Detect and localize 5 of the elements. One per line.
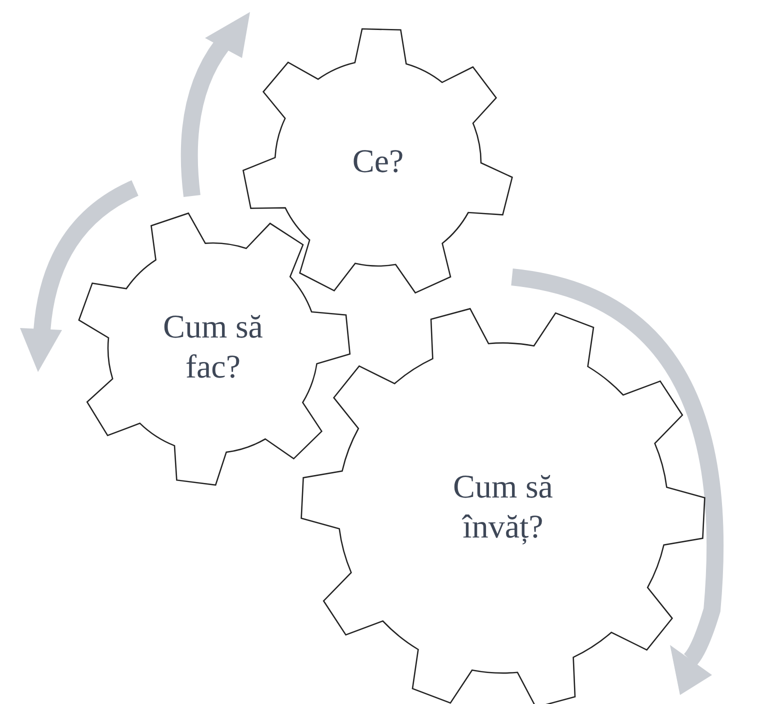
gear-label: Ce? [351,143,405,182]
gear-label: Cum să fac? [162,308,264,387]
gear-shape [76,211,350,485]
gear-shape [301,306,705,704]
gear-label: Cum să învăț? [452,468,554,547]
